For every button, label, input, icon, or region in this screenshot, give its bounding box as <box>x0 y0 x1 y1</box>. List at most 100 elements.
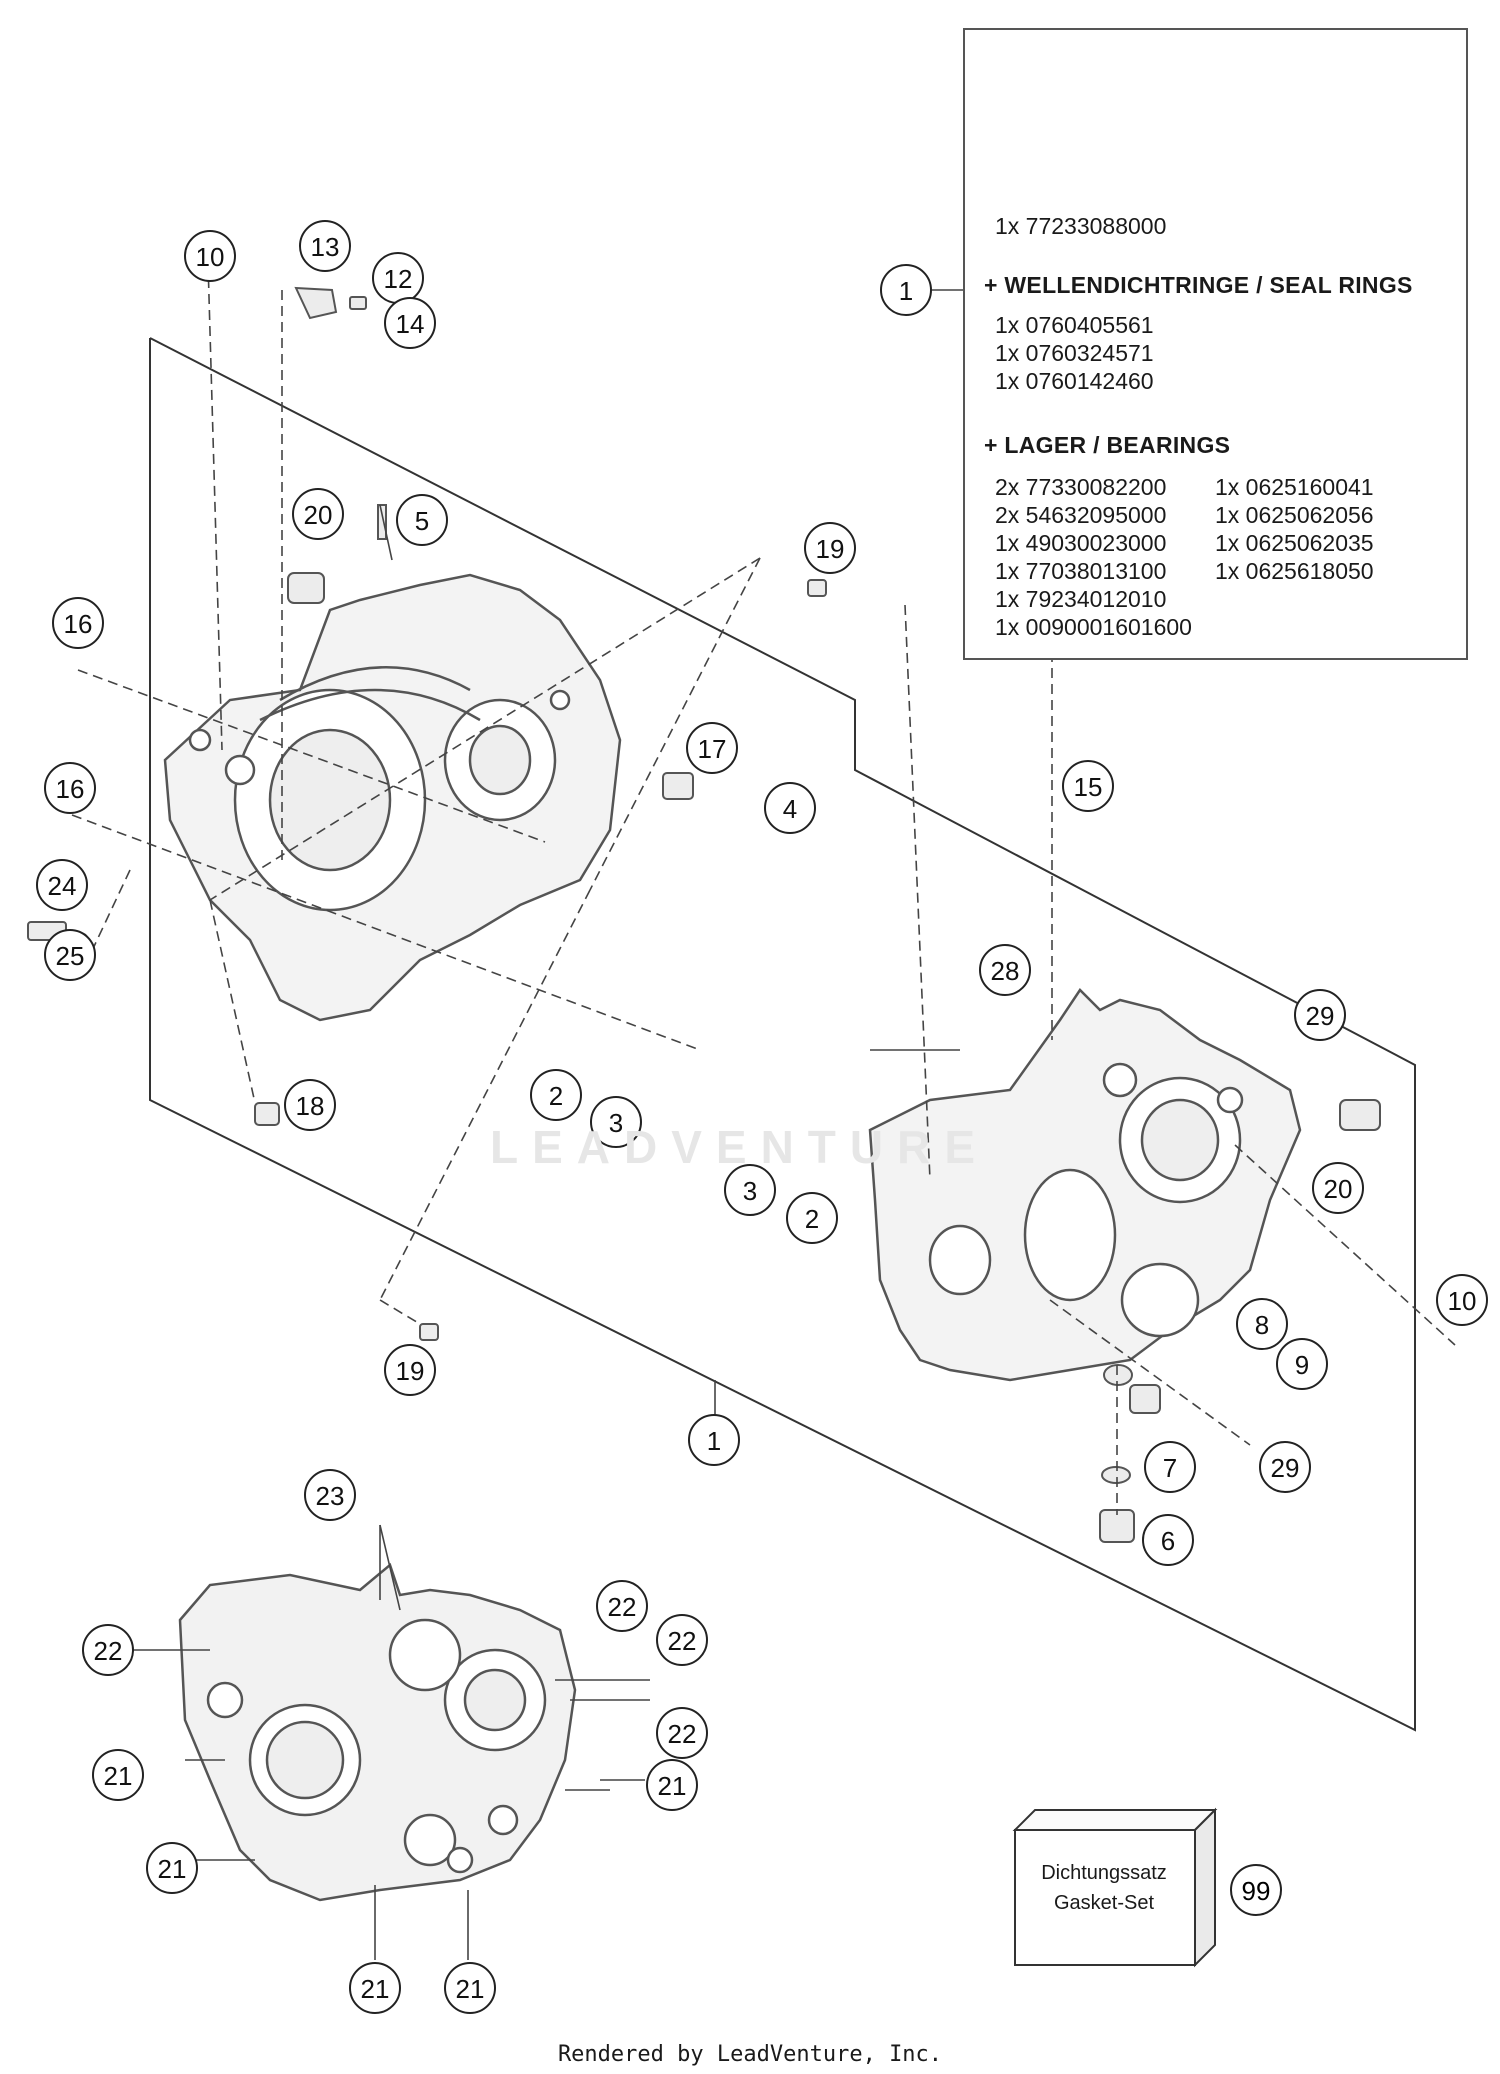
callout-c8: 8 <box>1236 1298 1288 1350</box>
callout-label: 13 <box>311 232 340 262</box>
watermark: LEADVENTURE <box>490 1121 990 1173</box>
callout-label: 25 <box>56 941 85 971</box>
callout-label: 23 <box>316 1481 345 1511</box>
callout-c21a: 21 <box>92 1749 144 1801</box>
callout-c2b: 2 <box>786 1192 838 1244</box>
bearing-c1-2: 2x 54632095000 <box>995 502 1167 528</box>
seal-ring-1: 1x 0760405561 <box>995 312 1154 338</box>
callout-label: 22 <box>608 1592 637 1622</box>
callout-c28: 28 <box>979 944 1031 996</box>
callout-circle <box>52 597 104 649</box>
bushing-20-left <box>287 572 325 604</box>
callout-label: 22 <box>668 1626 697 1656</box>
bearings-heading: + LAGER / BEARINGS <box>984 432 1231 458</box>
callout-label: 12 <box>384 264 413 294</box>
callout-c23: 23 <box>304 1469 356 1521</box>
callout-circle <box>304 1469 356 1521</box>
callout-c16b: 16 <box>44 762 96 814</box>
callout-c24: 24 <box>36 859 88 911</box>
callout-label: 22 <box>668 1719 697 1749</box>
callout-c3a: 3 <box>590 1096 642 1148</box>
sleeve-19b <box>419 1323 439 1341</box>
callout-circle <box>1436 1274 1488 1326</box>
callout-c29a: 29 <box>1294 989 1346 1041</box>
gasket-set-box <box>1012 1807 1218 1968</box>
callout-c5: 5 <box>396 494 448 546</box>
seal-ring-2: 1x 0760324571 <box>995 340 1154 366</box>
callout-circle <box>688 1414 740 1466</box>
callout-label: 21 <box>658 1771 687 1801</box>
callout-label: 2 <box>549 1081 563 1111</box>
callout-circle <box>724 1164 776 1216</box>
callout-c4: 4 <box>764 782 816 834</box>
callout-circle <box>656 1614 708 1666</box>
callout-c17: 17 <box>686 722 738 774</box>
callout-circle <box>184 230 236 282</box>
bushing-17 <box>662 772 694 800</box>
bearing-c1-6: 1x 0090001601600 <box>995 614 1192 640</box>
callout-circle <box>1276 1338 1328 1390</box>
callout-label: 16 <box>56 774 85 804</box>
kit-contents-box <box>963 28 1468 660</box>
gasket-callout-label: 99 <box>1242 1876 1271 1906</box>
seal-ring-3: 1x 0760142460 <box>995 368 1154 394</box>
callout-label: 29 <box>1271 1453 1300 1483</box>
gasket-callout: 99 <box>1230 1864 1282 1916</box>
washer-8 <box>1103 1364 1133 1386</box>
callout-circle <box>44 762 96 814</box>
footer-credit: Rendered by LeadVenture, Inc. <box>557 2042 943 2067</box>
callout-label: 19 <box>816 534 845 564</box>
callout-c1: 1 <box>688 1414 740 1466</box>
gasket-label-line2: Gasket-Set <box>1053 1892 1155 1914</box>
callout-circle <box>804 522 856 574</box>
callout-label: 7 <box>1163 1453 1177 1483</box>
callout-c21c: 21 <box>646 1759 698 1811</box>
callout-c13: 13 <box>299 220 351 272</box>
callout-circle <box>396 494 448 546</box>
callout-circle <box>384 297 436 349</box>
callout-label: 1 <box>899 276 913 306</box>
callout-circle <box>146 1842 198 1894</box>
bearing-c2-4: 1x 0625618050 <box>1215 558 1374 584</box>
callout-circle <box>646 1759 698 1811</box>
callout-circle <box>1062 760 1114 812</box>
bearing-c2-2: 1x 0625062056 <box>1215 502 1374 528</box>
callout-c20a: 20 <box>292 488 344 540</box>
callout-c20b: 20 <box>1312 1162 1364 1214</box>
callout-circle <box>656 1707 708 1759</box>
callout-label: 15 <box>1074 772 1103 802</box>
callout-c3b: 3 <box>724 1164 776 1216</box>
crankcase-bottom-view <box>178 1562 577 1902</box>
callout-circle <box>36 859 88 911</box>
callout-c7: 7 <box>1144 1441 1196 1493</box>
bearing-c2-3: 1x 0625062035 <box>1215 530 1374 556</box>
callout-label: 14 <box>396 309 425 339</box>
callout-label: 10 <box>196 242 225 272</box>
callout-label: 21 <box>158 1854 187 1884</box>
left-crankcase-half <box>163 573 622 1022</box>
callout-circle <box>92 1749 144 1801</box>
callout-c2a: 2 <box>530 1069 582 1121</box>
callout-c22b: 22 <box>596 1580 648 1632</box>
callout-circle <box>299 220 351 272</box>
callout-label: 28 <box>991 956 1020 986</box>
callout-label: 20 <box>304 500 333 530</box>
callout-label: 21 <box>104 1761 133 1791</box>
right-crankcase-half <box>868 988 1302 1382</box>
callout-circle <box>880 264 932 316</box>
callout-label: 3 <box>743 1176 757 1206</box>
callout-c12: 12 <box>372 252 424 304</box>
callout-circle <box>82 1624 134 1676</box>
callout-circle <box>44 929 96 981</box>
callout-circle <box>444 1962 496 2014</box>
callout-circle <box>1294 989 1346 1041</box>
callout-circle <box>1236 1298 1288 1350</box>
callout-label: 6 <box>1161 1526 1175 1556</box>
callout-circle <box>284 1079 336 1131</box>
callout-c15: 15 <box>1062 760 1114 812</box>
callout-circle <box>384 1344 436 1396</box>
callout-c22d: 22 <box>656 1707 708 1759</box>
seal-rings-heading: + WELLENDICHTRINGE / SEAL RINGS <box>984 272 1413 298</box>
callout-circle <box>590 1096 642 1148</box>
callout-circle <box>596 1580 648 1632</box>
